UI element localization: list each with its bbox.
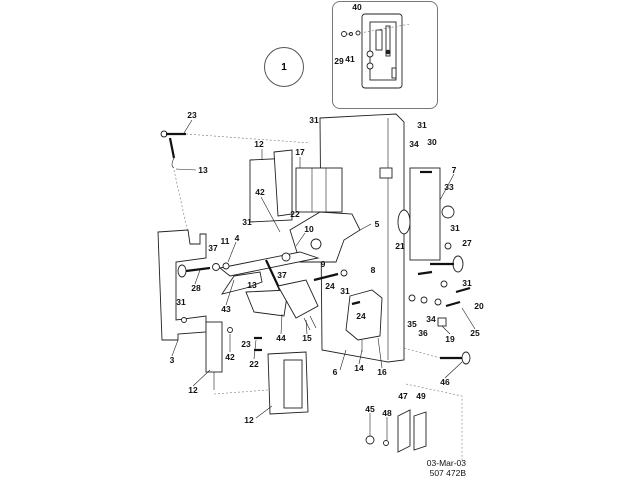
callout-label: 31 bbox=[309, 114, 319, 125]
callout-label: 34 bbox=[409, 138, 419, 149]
plate-3 bbox=[157, 229, 207, 341]
callout-label: 42 bbox=[225, 351, 235, 362]
callout-label: 12 bbox=[254, 138, 264, 149]
callout-label: 31 bbox=[450, 222, 460, 233]
drawing-number: 507 472B bbox=[429, 468, 466, 478]
reference-circle: 1 bbox=[264, 47, 304, 87]
callout-label: 47 bbox=[398, 390, 408, 401]
callout-label: 31 bbox=[462, 277, 472, 288]
inset-label: 29 bbox=[334, 55, 344, 66]
bracket-12-17 bbox=[249, 149, 343, 223]
callout-label: 3 bbox=[169, 354, 175, 365]
screw-46 bbox=[403, 347, 471, 365]
callout-label: 44 bbox=[276, 332, 286, 343]
spring-23 bbox=[160, 130, 311, 234]
cam-plate-5 bbox=[289, 211, 361, 263]
callout-label: 22 bbox=[249, 358, 259, 369]
solenoid-12 bbox=[205, 321, 262, 390]
callout-label: 12 bbox=[188, 384, 198, 395]
callout-label: 23 bbox=[241, 338, 251, 349]
switch-15 bbox=[277, 279, 319, 331]
callout-label: 9 bbox=[320, 258, 326, 269]
callout-label: 17 bbox=[295, 146, 305, 157]
inset-label: 40 bbox=[352, 1, 362, 12]
callout-label: 7 bbox=[451, 164, 457, 175]
callout-label: 35 bbox=[407, 318, 417, 329]
callout-label: 10 bbox=[304, 223, 314, 234]
callout-label: 25 bbox=[470, 327, 480, 338]
callout-label: 30 bbox=[427, 136, 437, 147]
callout-label: 31 bbox=[176, 296, 186, 307]
callout-label: 37 bbox=[208, 242, 218, 253]
callout-label: 24 bbox=[325, 280, 335, 291]
callout-label: 45 bbox=[365, 403, 375, 414]
callout-label: 22 bbox=[290, 208, 300, 219]
callout-label: 34 bbox=[426, 313, 436, 324]
callout-label: 37 bbox=[277, 269, 287, 280]
callout-label: 31 bbox=[242, 216, 252, 227]
callout-label: 23 bbox=[187, 109, 197, 120]
callout-label: 21 bbox=[395, 240, 405, 251]
callout-label: 46 bbox=[440, 376, 450, 387]
callout-label: 6 bbox=[332, 366, 338, 377]
callout-label: 16 bbox=[377, 366, 387, 377]
housing-12 bbox=[213, 351, 309, 415]
callout-label: 31 bbox=[340, 285, 350, 296]
callout-label: 48 bbox=[382, 407, 392, 418]
callout-label: 33 bbox=[444, 181, 454, 192]
callout-label: 20 bbox=[474, 300, 484, 311]
callout-label: 27 bbox=[462, 237, 472, 248]
bracket-47-49 bbox=[365, 383, 463, 460]
callout-label: 15 bbox=[302, 332, 312, 343]
callout-label: 4 bbox=[234, 232, 240, 243]
callout-label: 36 bbox=[418, 327, 428, 338]
screw-28 bbox=[177, 262, 230, 278]
callout-label: 13 bbox=[198, 164, 208, 175]
plate-7 bbox=[408, 167, 471, 327]
inset-bracket bbox=[341, 13, 411, 89]
callout-label: 49 bbox=[416, 390, 426, 401]
callout-label: 31 bbox=[417, 119, 427, 130]
callout-label: 12 bbox=[244, 414, 254, 425]
date-stamp: 03-Mar-03 bbox=[426, 458, 466, 468]
callout-label: 28 bbox=[191, 282, 201, 293]
callout-label: 14 bbox=[354, 362, 364, 373]
callout-label: 13 bbox=[247, 279, 257, 290]
callout-label: 5 bbox=[374, 218, 380, 229]
inset-label: 41 bbox=[345, 53, 355, 64]
callout-label: 19 bbox=[445, 333, 455, 344]
callout-label: 43 bbox=[221, 303, 231, 314]
spring-24 bbox=[313, 269, 348, 282]
callout-label: 11 bbox=[220, 235, 230, 246]
callout-label: 42 bbox=[255, 186, 265, 197]
lever-43-44 bbox=[220, 259, 289, 317]
inset-frame bbox=[332, 1, 438, 109]
callout-label: 24 bbox=[356, 310, 366, 321]
callout-label: 8 bbox=[370, 264, 376, 275]
